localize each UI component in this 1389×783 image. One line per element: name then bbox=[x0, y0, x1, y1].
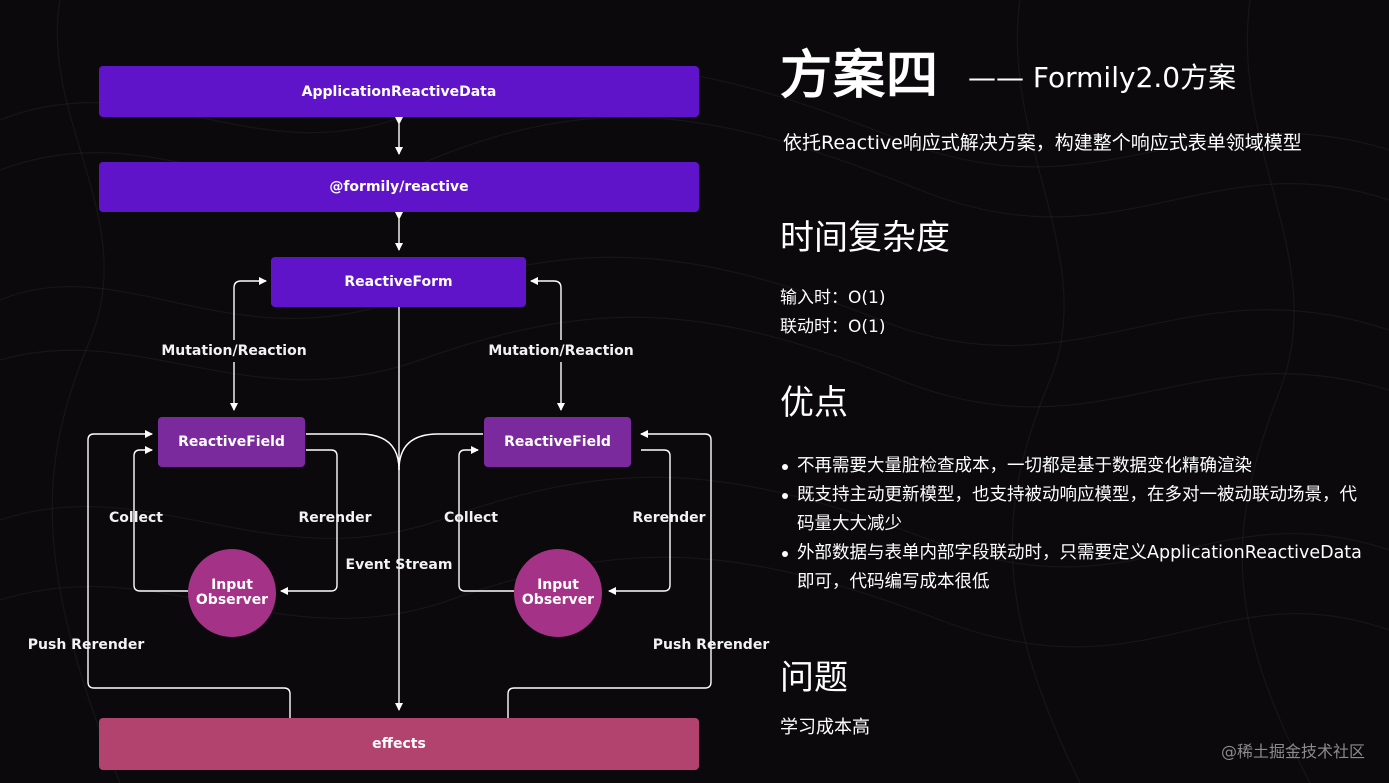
pros-item: 外部数据与表单内部字段联动时，只需要定义ApplicationReactiveD… bbox=[780, 539, 1370, 597]
slide-description: 依托Reactive响应式解决方案，构建整个响应式表单领域模型 bbox=[783, 132, 1302, 154]
slide-subtitle: —— Formily2.0方案 bbox=[968, 61, 1237, 94]
left-field-to-stream bbox=[306, 433, 400, 471]
reactive-form-label: ReactiveForm bbox=[344, 274, 453, 290]
issues-text: 学习成本高 bbox=[780, 717, 870, 738]
mutation-reaction-left-label: Mutation/Reaction bbox=[161, 343, 307, 359]
application-reactive-data-label: ApplicationReactiveData bbox=[301, 83, 497, 100]
right-collect-line bbox=[458, 446, 514, 592]
complexity-heading: 时间复杂度 bbox=[780, 218, 950, 258]
reactive-field-right-label: ReactiveField bbox=[504, 434, 611, 450]
right-rerender-line bbox=[608, 449, 671, 595]
left-collect-line bbox=[133, 446, 188, 592]
push-rerender-right-label: Push Rerender bbox=[652, 637, 770, 653]
reactive-field-left-box: ReactiveField bbox=[158, 417, 305, 467]
event-stream-label: Event Stream bbox=[345, 557, 453, 573]
right-push-rerender-line bbox=[507, 430, 712, 718]
right-field-to-stream bbox=[398, 433, 483, 471]
formily-reactive-box: @formily/reactive bbox=[99, 162, 699, 212]
diagram-connectors bbox=[87, 117, 712, 718]
application-reactive-data-box: ApplicationReactiveData bbox=[99, 66, 699, 117]
architecture-diagram: ApplicationReactiveData @formily/reactiv… bbox=[27, 66, 769, 770]
pros-item: 不再需要大量脏检查成本，一切都是基于数据变化精确渲染 bbox=[780, 452, 1370, 481]
effects-box: effects bbox=[99, 718, 699, 770]
right-mutation-up bbox=[530, 277, 562, 340]
rerender-right-label: Rerender bbox=[632, 510, 706, 526]
left-mutation-up bbox=[233, 277, 267, 340]
pros-heading: 优点 bbox=[780, 383, 848, 423]
left-rerender-line bbox=[280, 449, 338, 595]
reactive-field-right-box: ReactiveField bbox=[484, 417, 631, 467]
formily-reactive-label: @formily/reactive bbox=[329, 179, 469, 195]
watermark-text: @稀土掘金技术社区 bbox=[1220, 742, 1365, 761]
rerender-left-label: Rerender bbox=[298, 510, 372, 526]
pros-list: 不再需要大量脏检查成本，一切都是基于数据变化精确渲染 既支持主动更新模型，也支持… bbox=[780, 452, 1370, 597]
input-observer-right: Input Observer bbox=[514, 549, 602, 637]
complexity-input-line: 输入时：O(1) bbox=[780, 288, 886, 308]
collect-left-label: Collect bbox=[109, 510, 163, 526]
mutation-reaction-right-label: Mutation/Reaction bbox=[488, 343, 634, 359]
left-push-rerender-line bbox=[87, 430, 291, 718]
input-observer-left: Input Observer bbox=[188, 549, 276, 637]
reactive-form-box: ReactiveForm bbox=[271, 257, 526, 307]
pros-item: 既支持主动更新模型，也支持被动响应模型，在多对一被动联动场景，代码量大大减少 bbox=[780, 481, 1370, 539]
complexity-linkage-line: 联动时：O(1) bbox=[780, 317, 886, 337]
reactive-field-left-label: ReactiveField bbox=[178, 434, 285, 450]
issues-heading: 问题 bbox=[780, 658, 848, 698]
collect-right-label: Collect bbox=[444, 510, 498, 526]
push-rerender-left-label: Push Rerender bbox=[27, 637, 145, 653]
slide-title: 方案四 bbox=[780, 46, 940, 106]
effects-label: effects bbox=[372, 736, 426, 752]
